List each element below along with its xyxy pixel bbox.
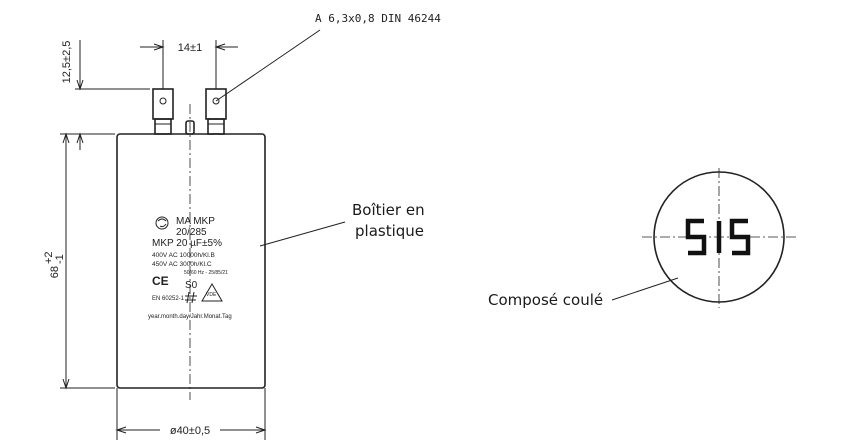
label-capacitance: MKP 20 µF±5% bbox=[152, 238, 222, 249]
brand-logo-icon bbox=[155, 216, 169, 230]
dimension-body-height: 68 +2 -1 bbox=[43, 132, 115, 390]
capacitor-printed-label: MA MKP 20/285 MKP 20 µF±5% 400V AC 10000… bbox=[148, 216, 232, 320]
compound-label: Composé coulé bbox=[488, 291, 603, 309]
label-rating-450v: 450V AC 3000h/Kl.C bbox=[152, 261, 212, 268]
svg-text:VDE: VDE bbox=[206, 292, 217, 298]
s0-mark: S0 bbox=[185, 280, 198, 291]
annotation-housing: Boîtier en plastique bbox=[259, 201, 425, 247]
housing-label-line1: Boîtier en bbox=[352, 201, 425, 219]
label-frequency: 50/60 Hz - 25/85/21 bbox=[184, 270, 228, 276]
annotation-terminal: A 6,3x0,8 DIN 46244 bbox=[215, 12, 441, 102]
ce-mark: CE bbox=[152, 274, 169, 288]
dim-body-height-sub: -1 bbox=[54, 254, 66, 264]
top-view-marking bbox=[685, 218, 751, 256]
hash-mark-icon bbox=[185, 291, 197, 304]
center-pin bbox=[185, 120, 195, 135]
label-standard: EN 60252-1 bbox=[152, 296, 185, 302]
dim-tab-height-label: 12,5±2,5 bbox=[61, 41, 73, 84]
capacitor-side-view: MA MKP 20/285 MKP 20 µF±5% 400V AC 10000… bbox=[116, 88, 266, 400]
top-view-marking-text: 515 bbox=[0, 0, 2, 1]
dim-diameter-label: ø40±0,5 bbox=[170, 425, 210, 437]
housing-label-line2: plastique bbox=[355, 222, 424, 240]
dim-body-height-sup: +2 bbox=[43, 251, 55, 264]
label-rating-400v: 400V AC 10000h/Kl.B bbox=[152, 252, 215, 259]
label-type-line1: MA MKP bbox=[176, 216, 215, 227]
dimension-diameter: ø40±0,5 bbox=[115, 388, 267, 440]
dim-body-height-main: 68 bbox=[49, 266, 61, 278]
vde-triangle-icon: VDE bbox=[201, 283, 223, 302]
annotation-compound: Composé coulé bbox=[488, 277, 679, 309]
dimension-tab-spacing: 14±1 bbox=[140, 40, 238, 89]
dim-tab-spacing-label: 14±1 bbox=[178, 42, 202, 54]
terminal-spec-label: A 6,3x0,8 DIN 46244 bbox=[315, 12, 441, 25]
label-date-format: year.month.day/Jahr.Monat.Tag bbox=[148, 314, 232, 320]
dimension-tab-height: 12,5±2,5 bbox=[61, 40, 150, 150]
label-type-line2: 20/285 bbox=[176, 227, 207, 238]
terminal-left bbox=[152, 88, 174, 135]
capacitor-top-view: 515 bbox=[0, 0, 796, 308]
